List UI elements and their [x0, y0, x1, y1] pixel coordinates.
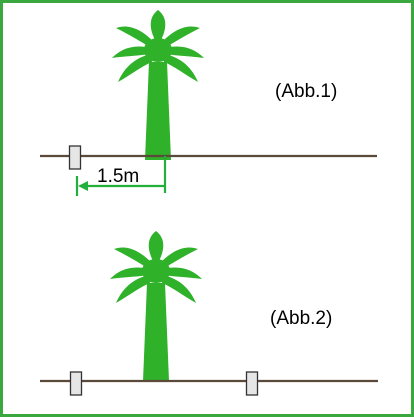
arrowhead-icon	[78, 181, 88, 191]
figure-2-caption: (Abb.2)	[270, 308, 333, 329]
palm-tree-icon	[110, 231, 202, 381]
distance-label: 1.5m	[97, 166, 140, 187]
palm-tree-icon	[112, 10, 204, 160]
fence-post-icon	[245, 371, 259, 396]
figure-2	[40, 231, 378, 396]
figure-1-caption: (Abb.1)	[275, 81, 338, 102]
figure-1	[40, 10, 377, 196]
fence-post-icon	[68, 145, 82, 170]
fence-post-icon	[69, 371, 83, 396]
